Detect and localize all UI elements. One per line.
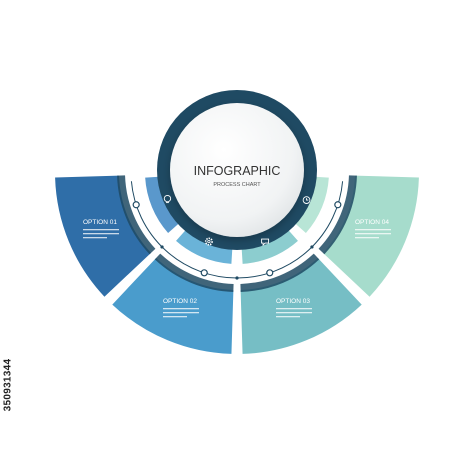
option-body-line-3-3 xyxy=(276,316,300,318)
option-label-4: OPTION 04 xyxy=(355,219,389,226)
connector-node-3 xyxy=(310,245,314,249)
option-segment-edge-1 xyxy=(117,175,156,255)
clock-icon xyxy=(302,196,311,204)
option-label-3: OPTION 03 xyxy=(276,298,310,305)
connector-node-1 xyxy=(160,245,164,249)
option-segment-edge-2 xyxy=(154,253,234,292)
option-body-line-4-3 xyxy=(355,237,379,239)
option-labels: OPTION 01 OPTION 02 OPTION 03 OPTION 04 xyxy=(83,219,391,318)
option-segment-1 xyxy=(55,175,152,297)
connector-node-2 xyxy=(235,276,239,280)
option-icons xyxy=(163,194,311,247)
option-segments xyxy=(55,175,419,354)
option-body-line-1-3 xyxy=(83,237,107,239)
option-label-1: OPTION 01 xyxy=(83,219,117,226)
option-label-2: OPTION 02 xyxy=(163,298,197,305)
option-body-line-3-1 xyxy=(276,308,312,310)
option-body-line-4-2 xyxy=(355,233,391,235)
option-segment-edge-4 xyxy=(318,175,357,255)
stock-id-label: 350931344 xyxy=(2,330,14,440)
chat-bubble-icon xyxy=(261,238,270,247)
lightbulb-icon xyxy=(163,194,172,204)
option-body-line-4-1 xyxy=(355,229,391,231)
option-segment-2 xyxy=(112,257,234,354)
option-body-line-1-1 xyxy=(83,229,119,231)
option-body-line-1-2 xyxy=(83,233,119,235)
option-segment-4 xyxy=(322,175,419,297)
connector-lines xyxy=(130,181,344,280)
option-body-line-2-2 xyxy=(163,312,199,314)
connector-dot-4 xyxy=(334,201,342,209)
gear-icon xyxy=(204,237,213,246)
center-disc xyxy=(170,103,304,237)
option-body-line-2-3 xyxy=(163,316,187,318)
center-subtitle: PROCESS CHART xyxy=(213,182,261,188)
option-segment-3 xyxy=(240,257,362,354)
connector-dot-2 xyxy=(200,269,208,277)
center-title: INFOGRAPHIC xyxy=(194,164,281,178)
connector-dot-3 xyxy=(266,269,274,277)
option-segment-edge-3 xyxy=(240,253,320,292)
connector-dot-1 xyxy=(132,201,140,209)
stock-id-text: 350931344 xyxy=(2,358,14,412)
option-body-line-2-1 xyxy=(163,308,199,310)
option-body-line-3-2 xyxy=(276,312,312,314)
